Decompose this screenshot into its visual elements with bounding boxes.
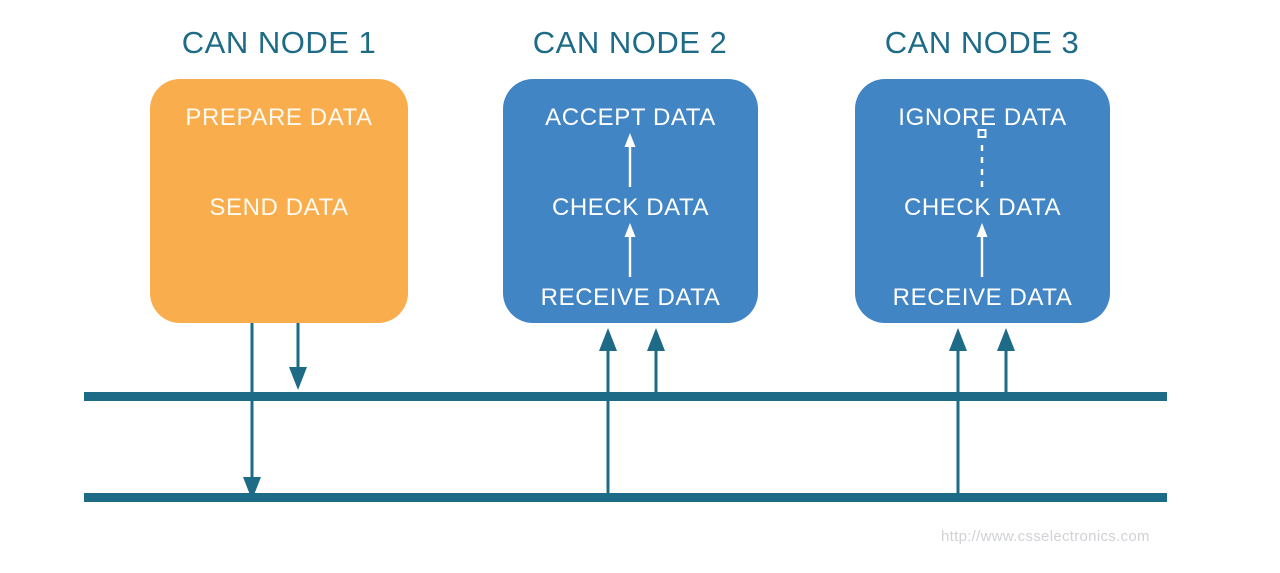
connector-check-to-accept (624, 133, 636, 187)
connector-check-to-ignore-dashed (977, 129, 987, 187)
bus-arrow-node1-high (289, 323, 307, 390)
node-title-2: CAN NODE 2 (532, 25, 728, 60)
step-receive-data: RECEIVE DATA (540, 284, 721, 311)
step-check-data: CHECK DATA (551, 194, 710, 221)
step-prepare-data: PREPARE DATA (185, 104, 373, 131)
connector-receive-to-check (976, 223, 988, 277)
can-node-3-box[interactable]: IGNORE DATA CHECK DATA RECEIVE DATA (855, 79, 1110, 323)
step-check-data: CHECK DATA (903, 194, 1062, 221)
connector-receive-to-check (624, 223, 636, 277)
bus-arrow-node3-high (997, 328, 1015, 397)
bus-arrow-node1-low (243, 323, 261, 500)
step-receive-data: RECEIVE DATA (892, 284, 1073, 311)
bus-arrow-node3-low (949, 328, 967, 497)
node-3-internal-connectors (976, 129, 988, 277)
node-title-1: CAN NODE 1 (181, 25, 377, 60)
bus-arrow-node2-low (599, 328, 617, 497)
node-title-3: CAN NODE 3 (884, 25, 1080, 60)
can-node-2-box[interactable]: ACCEPT DATA CHECK DATA RECEIVE DATA (503, 79, 758, 323)
source-url: http://www.csselectronics.com (941, 528, 1150, 545)
step-ignore-data: IGNORE DATA (898, 104, 1067, 131)
bus-arrow-node2-high (647, 328, 665, 397)
step-send-data: SEND DATA (209, 194, 349, 221)
can-node-1-box[interactable]: PREPARE DATA SEND DATA (150, 79, 408, 323)
step-accept-data: ACCEPT DATA (545, 104, 716, 131)
node-2-internal-connectors (624, 133, 636, 277)
